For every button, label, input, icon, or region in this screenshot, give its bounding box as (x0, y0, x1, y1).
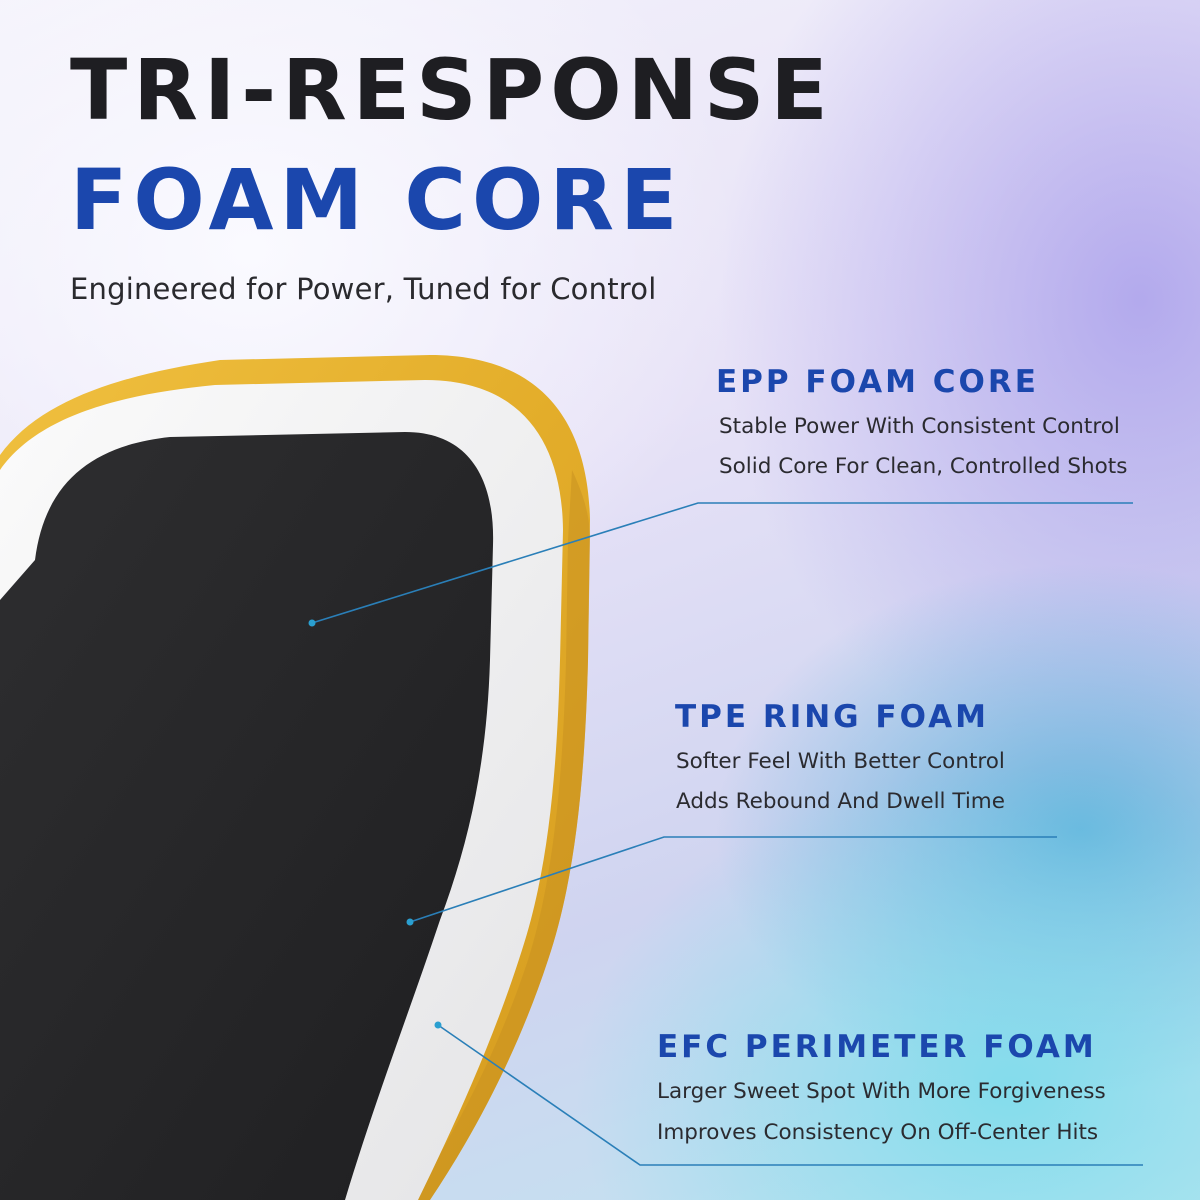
feature-epp-line-2: Solid Core For Clean, Controlled Shots (719, 454, 1128, 479)
title-line-1: TRI-RESPONSE (70, 41, 834, 139)
leader-line-epp (311, 502, 1133, 624)
perimeter-foam-edge (412, 470, 590, 1200)
core-foam-layer (0, 432, 494, 1200)
feature-tpe-line-1: Softer Feel With Better Control (676, 749, 1005, 774)
leader-dot-epp (308, 619, 316, 627)
feature-tpe-line-2: Adds Rebound And Dwell Time (676, 789, 1005, 814)
feature-epp-title: EPP FOAM CORE (716, 364, 1039, 400)
feature-tpe-title: TPE RING FOAM (675, 699, 989, 735)
leader-line-tpe (409, 836, 1057, 923)
subtitle: Engineered for Power, Tuned for Control (70, 272, 657, 306)
feature-epp-line-1: Stable Power With Consistent Control (719, 414, 1120, 439)
leader-line-efc (437, 1024, 1143, 1166)
feature-efc-line-2: Improves Consistency On Off-Center Hits (657, 1120, 1099, 1145)
feature-efc-title: EFC PERIMETER FOAM (657, 1029, 1097, 1065)
feature-efc-line-1: Larger Sweet Spot With More Forgiveness (657, 1079, 1106, 1104)
leader-dot-efc (434, 1021, 442, 1029)
title-line-2: FOAM CORE (70, 151, 684, 249)
leader-dot-tpe (406, 918, 414, 926)
